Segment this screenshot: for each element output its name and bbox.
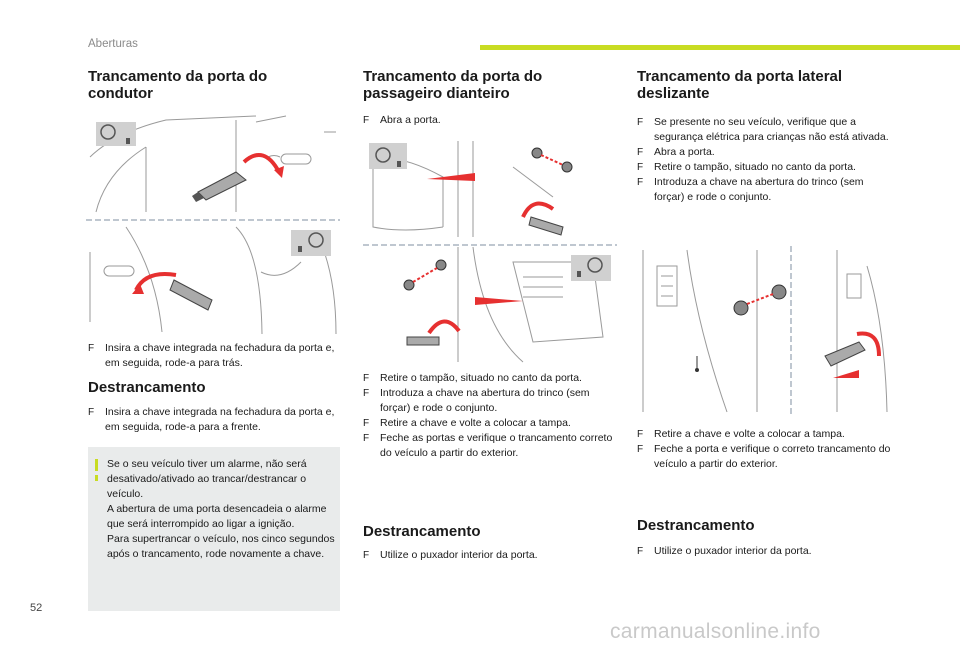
alarm-note-box: Se o seu veículo tiver um alarme, não se… [88, 447, 340, 611]
driver-unlock-section: Destrancamento [88, 379, 342, 396]
rotate-arrow-icon [242, 152, 281, 173]
column-driver-door: Trancamento da porta do condutor [88, 68, 342, 102]
key-icon [169, 279, 213, 311]
steering-wheel-icon [571, 255, 611, 281]
note-text: Se o seu veículo tiver um alarme, não se… [107, 458, 335, 560]
bullet-marker: F [637, 429, 644, 440]
driver-unlock-title: Destrancamento [88, 379, 206, 396]
note-marker [95, 475, 98, 481]
key-icon [824, 341, 866, 367]
passenger-door-illustration [363, 141, 617, 363]
rotate-arrow-icon [134, 272, 177, 292]
steering-wheel-icon [369, 143, 407, 169]
bullet-marker: F [363, 373, 370, 384]
pointer-arrow-icon [427, 173, 475, 181]
bullet-marker: F [88, 343, 95, 354]
watermark: carmanualsonline.info [610, 620, 821, 643]
bullet-marker: F [637, 117, 644, 128]
bullet-marker: F [363, 418, 370, 429]
key-icon [192, 171, 247, 202]
section-header: Aberturas [88, 38, 138, 50]
bullet-marker: F [363, 433, 370, 444]
rotate-arrow-icon [427, 319, 461, 335]
driver-door-illustration [86, 115, 340, 335]
column-passenger-door: Trancamento da porta do passageiro diant… [363, 68, 617, 102]
bullet-marker: F [363, 115, 370, 126]
bullet-marker: F [637, 147, 644, 158]
pointer-arrow-icon [475, 297, 523, 305]
cap-icon [531, 147, 573, 173]
bullet-marker: F [637, 162, 644, 173]
sliding-unlock-title: Destrancamento [637, 517, 755, 534]
rotate-arrow-icon [856, 331, 881, 357]
bullet-marker: F [637, 546, 644, 557]
bullet-marker: F [363, 388, 370, 399]
bullet-marker: F [88, 407, 95, 418]
bullet-marker: F [637, 177, 644, 188]
passenger-unlock-section: Destrancamento [363, 523, 617, 540]
header-accent-bar [480, 45, 960, 50]
cap-icon [403, 259, 447, 291]
key-icon [528, 216, 564, 236]
rotate-arrow-icon [521, 201, 555, 218]
bullet-marker: F [637, 444, 644, 455]
driver-door-title: Trancamento da porta do condutor [88, 68, 268, 102]
cap-icon [733, 284, 787, 316]
steering-wheel-icon [291, 230, 331, 256]
pointer-arrow-icon [833, 370, 859, 378]
column-sliding-door: Trancamento da porta lateral deslizante [637, 68, 891, 102]
bullet-marker: F [363, 550, 370, 561]
key-icon [406, 336, 440, 346]
sliding-door-title: Trancamento da porta lateral deslizante [637, 68, 843, 102]
steering-wheel-icon [96, 122, 136, 146]
note-marker [95, 459, 98, 471]
page-number: 52 [30, 602, 43, 614]
passenger-unlock-title: Destrancamento [363, 523, 481, 540]
sliding-unlock-section: Destrancamento [637, 517, 891, 534]
sliding-door-illustration [642, 246, 888, 416]
passenger-door-title: Trancamento da porta do passageiro diant… [363, 68, 543, 102]
